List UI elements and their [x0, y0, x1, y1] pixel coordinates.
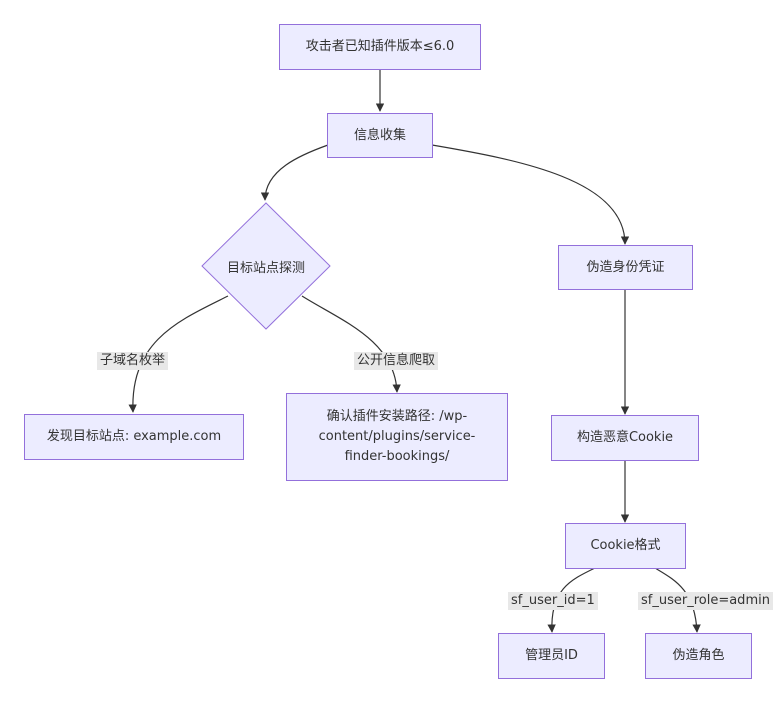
node-start: 攻击者已知插件版本≤6.0: [279, 24, 481, 70]
edge-label-user-role: sf_user_role=admin: [638, 592, 773, 610]
node-cookie-format: Cookie格式: [565, 523, 686, 569]
edge-label-subdomain-enum: 子域名枚举: [97, 352, 169, 370]
edge-format-to-role: [654, 567, 701, 633]
node-forge-identity: 伪造身份凭证: [558, 245, 693, 290]
node-build-cookie: 构造恶意Cookie: [551, 415, 699, 461]
edge-info-to-probe: [260, 144, 329, 201]
target-probe-diamond: [201, 202, 331, 330]
edge-format-to-admin: [547, 567, 596, 633]
node-target-probe: 目标站点探测: [226, 261, 305, 276]
node-admin-id: 管理员ID: [498, 633, 605, 679]
edge-label-user-id: sf_user_id=1: [508, 592, 598, 610]
node-confirm-path: 确认插件安装路径: /wp-content/plugins/service-fi…: [286, 393, 508, 481]
edge-label-public-crawl: 公开信息爬取: [354, 352, 439, 370]
node-forge-role: 伪造角色: [645, 633, 752, 679]
node-info-gather: 信息收集: [327, 113, 433, 158]
node-found-target: 发现目标站点: example.com: [24, 414, 244, 460]
edge-info-to-forge: [431, 144, 630, 245]
edge-probe-to-confirm: [301, 295, 401, 393]
edge-probe-to-found: [128, 295, 229, 413]
